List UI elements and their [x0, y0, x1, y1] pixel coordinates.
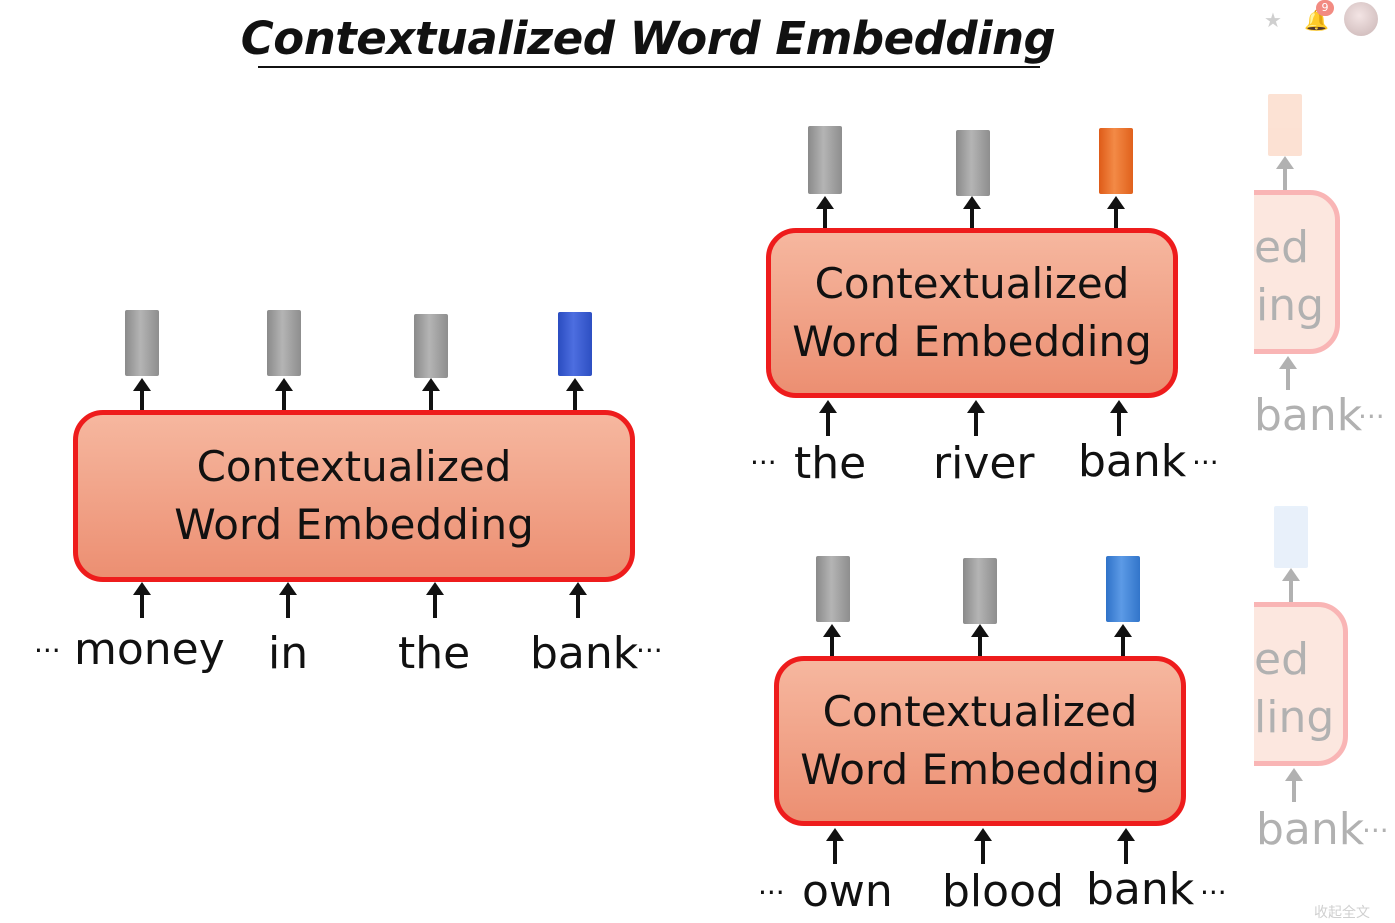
arrow-icon: [1279, 356, 1297, 390]
embedding-vector: [808, 126, 842, 194]
embedding-vector: [414, 314, 448, 378]
arrow-icon: [426, 582, 444, 618]
model-box-fragment: [1210, 190, 1340, 354]
embedding-vector: [125, 310, 159, 376]
model-label-line2: Word Embedding: [800, 745, 1160, 794]
ellipsis: ···: [636, 634, 663, 667]
arrow-icon: [1114, 624, 1132, 658]
arrow-icon: [1276, 156, 1294, 190]
page-title: Contextualized Word Embedding: [240, 11, 1056, 65]
arrow-icon: [1107, 196, 1125, 230]
arrow-icon: [967, 400, 985, 436]
arrow-icon: [569, 582, 587, 618]
ellipsis: ···: [1358, 400, 1385, 433]
arrow-icon: [1285, 768, 1303, 802]
embedding-vector-highlight: [558, 312, 592, 376]
embedding-vector: [816, 556, 850, 622]
model-label-line1: Contextualized: [822, 687, 1138, 736]
notification-badge: 9: [1316, 0, 1334, 16]
model-label-line1: Contextualized: [196, 442, 512, 491]
input-word: the: [794, 438, 867, 489]
ellipsis: ···: [758, 876, 785, 909]
input-word: own: [802, 866, 893, 917]
model-label-line2: Word Embedding: [174, 500, 534, 549]
faded-fragment: ed: [1254, 634, 1309, 685]
input-word: in: [268, 628, 309, 679]
arrow-icon: [275, 378, 293, 412]
model-box: Contextualized Word Embedding: [73, 410, 635, 582]
title-underline: [258, 66, 1040, 68]
arrow-icon: [1110, 400, 1128, 436]
model-box: Contextualized Word Embedding: [774, 656, 1186, 826]
arrow-icon: [1117, 828, 1135, 864]
ellipsis: ···: [34, 634, 61, 667]
embedding-vector-highlight: [1106, 556, 1140, 622]
arrow-icon: [133, 582, 151, 618]
input-word: bank: [530, 628, 639, 679]
faded-fragment: bank: [1254, 390, 1363, 441]
faded-fragment: ing: [1256, 280, 1325, 331]
input-word: the: [398, 628, 471, 679]
ellipsis: ···: [1362, 814, 1389, 847]
arrow-icon: [133, 378, 151, 412]
star-icon[interactable]: ★: [1264, 8, 1282, 32]
arrow-icon: [826, 828, 844, 864]
ellipsis: ···: [750, 446, 777, 479]
ellipsis: ···: [1192, 446, 1219, 479]
arrow-icon: [566, 378, 584, 412]
collapse-link[interactable]: 收起全文: [1314, 905, 1370, 921]
model-label-line2: Word Embedding: [792, 317, 1152, 366]
embedding-vector: [963, 558, 997, 624]
avatar[interactable]: [1344, 2, 1378, 36]
arrow-icon: [1282, 568, 1300, 602]
embedding-vector: [267, 310, 301, 376]
arrow-icon: [974, 828, 992, 864]
arrow-icon: [819, 400, 837, 436]
faded-fragment: bank: [1256, 804, 1365, 855]
faded-fragment: ed: [1254, 222, 1309, 273]
faded-fragment: ling: [1254, 692, 1335, 743]
input-word: bank: [1078, 436, 1187, 487]
input-word: money: [74, 624, 225, 675]
input-word: river: [933, 438, 1035, 489]
embedding-vector: [956, 130, 990, 196]
embedding-vector-highlight: [1099, 128, 1133, 194]
panel-cover: [1200, 592, 1254, 782]
arrow-icon: [823, 624, 841, 658]
panel-cover: [1200, 180, 1254, 370]
embedding-vector-highlight: [1268, 94, 1302, 156]
model-label-line1: Contextualized: [814, 259, 1130, 308]
arrow-icon: [971, 624, 989, 658]
arrow-icon: [279, 582, 297, 618]
arrow-icon: [816, 196, 834, 230]
arrow-icon: [422, 378, 440, 412]
ellipsis: ···: [1200, 876, 1227, 909]
arrow-icon: [963, 196, 981, 230]
model-box: Contextualized Word Embedding: [766, 228, 1178, 398]
input-word: bank: [1086, 864, 1195, 915]
embedding-vector-highlight: [1274, 506, 1308, 568]
model-box-fragment: [1216, 602, 1348, 766]
input-word: blood: [942, 866, 1064, 917]
